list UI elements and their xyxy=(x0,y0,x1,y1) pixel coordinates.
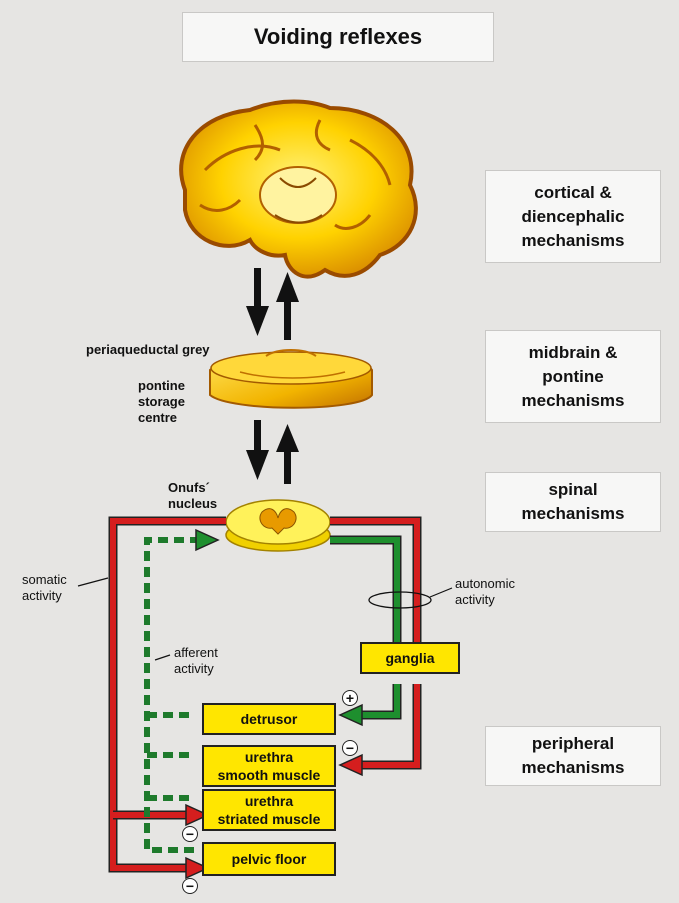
onufs-line-2: nucleus xyxy=(168,496,218,511)
afferent-activity-label: afferent activity xyxy=(174,645,218,677)
pons-image xyxy=(209,349,373,409)
urethra-striated-minus-sign: − xyxy=(182,826,198,842)
cortical-line-1: cortical & xyxy=(534,182,612,202)
peripheral-line-1: peripheral xyxy=(531,734,615,753)
midbrain-line-1: midbrain & xyxy=(528,342,618,362)
autonomic-activity-label: autonomic activity xyxy=(455,576,515,608)
midbrain-mechanisms-box: midbrain & pontine mechanisms xyxy=(485,330,661,423)
somatic-leader xyxy=(77,577,109,587)
autonomic-ellipse xyxy=(368,591,432,609)
afferent-arrowhead xyxy=(195,528,220,552)
urethra-smooth-line-2: smooth muscle xyxy=(217,767,321,783)
urethra-striated-muscle-box: urethra striated muscle xyxy=(202,789,336,831)
urethra-striated-line-2: striated muscle xyxy=(217,811,321,827)
spinal-line-2: mechanisms xyxy=(521,504,625,523)
detrusor-plus-sign: + xyxy=(342,690,358,706)
cortical-mechanisms-box: cortical & diencephalic mechanisms xyxy=(485,170,661,263)
pontine-line-2: storage xyxy=(138,394,185,409)
urethra-smooth-muscle-box: urethra smooth muscle xyxy=(202,745,336,787)
somatic-line-2: activity xyxy=(22,588,62,603)
somatic-pathway xyxy=(108,516,226,880)
brain-image xyxy=(179,99,418,279)
somatic-line-1: somatic xyxy=(22,572,67,587)
urethra-smooth-line-1: urethra xyxy=(244,749,294,765)
afferent-pathway xyxy=(144,537,200,853)
pelvic-floor-box: pelvic floor xyxy=(202,842,336,876)
urethra-smooth-minus-sign: − xyxy=(342,740,358,756)
cortical-line-2: diencephalic xyxy=(521,206,625,226)
brain-pons-arrows xyxy=(246,268,299,340)
pelvic-floor-minus-sign: − xyxy=(182,878,198,894)
pontine-line-1: pontine xyxy=(138,378,185,393)
afferent-leader xyxy=(154,654,171,661)
peripheral-mechanisms-box: peripheral mechanisms xyxy=(485,726,661,786)
autonomic-line-1: autonomic xyxy=(455,576,515,591)
onufs-line-1: Onufs´ xyxy=(168,480,210,495)
detrusor-box: detrusor xyxy=(202,703,336,735)
afferent-line-1: afferent xyxy=(174,645,218,660)
afferent-line-2: activity xyxy=(174,661,214,676)
spinal-cord-image xyxy=(225,499,331,552)
autonomic-line-2: activity xyxy=(455,592,495,607)
spinal-mechanisms-box: spinal mechanisms xyxy=(485,472,661,532)
pons-spinal-arrows xyxy=(246,420,299,484)
midbrain-line-3: mechanisms xyxy=(521,390,625,410)
autonomic-leader xyxy=(429,587,453,598)
autonomic-red-pathway xyxy=(330,516,422,777)
urethra-striated-line-1: urethra xyxy=(244,793,294,809)
cortical-line-3: mechanisms xyxy=(521,230,625,250)
pontine-storage-label: pontine storage centre xyxy=(138,378,185,426)
onufs-nucleus-label: Onufs´ nucleus xyxy=(168,480,217,512)
somatic-activity-label: somatic activity xyxy=(22,572,67,604)
pontine-line-3: centre xyxy=(138,410,178,425)
page-title: Voiding reflexes xyxy=(182,12,494,62)
autonomic-green-pathway xyxy=(330,535,402,727)
midbrain-line-2: pontine xyxy=(542,366,604,386)
spinal-line-1: spinal xyxy=(548,480,598,499)
ganglia-box: ganglia xyxy=(360,642,460,674)
periaqueductal-label: periaqueductal grey xyxy=(86,342,210,357)
peripheral-line-2: mechanisms xyxy=(521,758,625,777)
